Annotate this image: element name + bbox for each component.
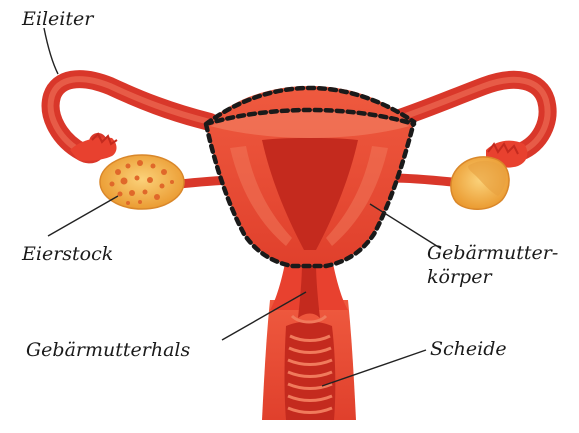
right-ovarian-ligament xyxy=(392,178,452,182)
left-fallopian-tube xyxy=(51,79,210,161)
label-eierstock: Eierstock xyxy=(22,243,113,265)
vagina xyxy=(262,300,356,420)
label-gebaermutterkoerper-line1: Gebärmutter- xyxy=(427,242,558,264)
label-gebaermutterkoerper-line2: körper xyxy=(427,266,492,288)
label-eileiter: Eileiter xyxy=(22,8,93,30)
label-scheide: Scheide xyxy=(430,338,507,360)
leader-eierstock xyxy=(48,196,118,236)
right-ovary xyxy=(451,157,509,209)
left-ovary xyxy=(100,155,184,209)
label-gebaermutterhals: Gebärmutterhals xyxy=(26,339,190,361)
leader-eileiter xyxy=(44,28,58,74)
uterus-body xyxy=(206,86,414,266)
